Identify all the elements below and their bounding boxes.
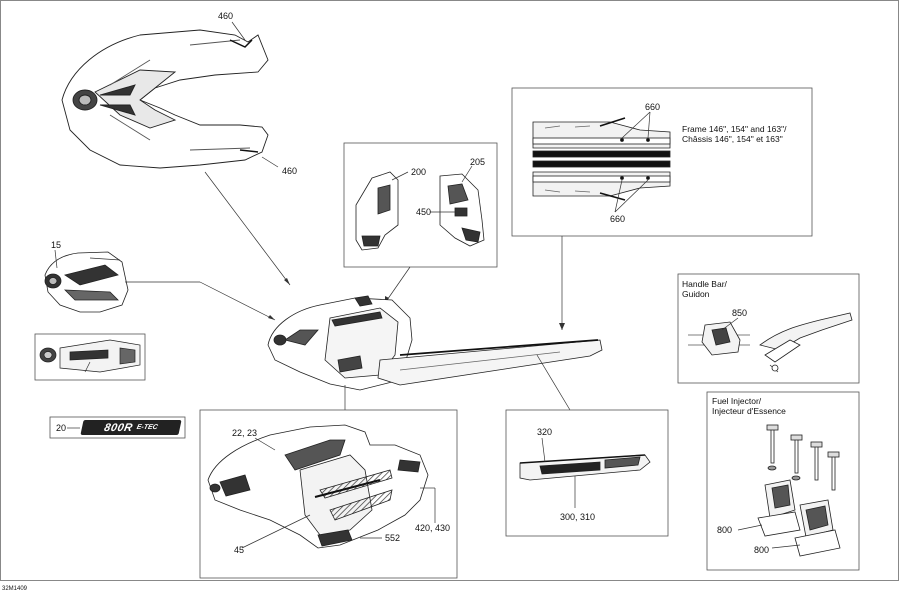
leader-660-top-a bbox=[621, 111, 651, 139]
arrow-15b bbox=[536, 354, 541, 361]
callout-320: 320 bbox=[537, 427, 553, 437]
arrow-hood-to-body bbox=[204, 171, 291, 286]
arrow-body-to-tunnel bbox=[539, 359, 571, 411]
callout-300-310: 300, 310 bbox=[560, 512, 596, 522]
leader-closeup bbox=[84, 361, 91, 373]
callout-15: 15 bbox=[51, 240, 62, 250]
caption-frame: Frame 146", 154" and 163"/ Châssis 146",… bbox=[682, 124, 787, 144]
callout-460-top: 460 bbox=[218, 11, 234, 21]
callout-22-23: 22, 23 bbox=[232, 428, 258, 438]
leader-660-bottom-b bbox=[614, 179, 649, 213]
side-panel-assembly bbox=[207, 424, 429, 549]
arrow-panels-to-body bbox=[384, 266, 411, 304]
tunnel-decal-part bbox=[519, 454, 651, 481]
leader-45 bbox=[241, 514, 311, 549]
diagram-border bbox=[0, 0, 899, 581]
leader-460-top bbox=[231, 21, 246, 41]
callout-800-b: 800 bbox=[754, 545, 770, 555]
frame-rails bbox=[532, 117, 671, 201]
callout-205: 205 bbox=[470, 157, 486, 167]
callout-552: 552 bbox=[385, 533, 401, 543]
main-body-assembly bbox=[267, 295, 603, 391]
callout-460-bottom: 460 bbox=[282, 166, 298, 176]
leader-800-a bbox=[737, 524, 763, 531]
decal-badge-model: 800R bbox=[103, 421, 134, 434]
caption-fuel-injector: Fuel Injector/ Injecteur d'Essence bbox=[712, 396, 786, 416]
callout-660-top: 660 bbox=[645, 102, 661, 112]
callout-45: 45 bbox=[234, 545, 245, 555]
decal-badge-suffix: E-TEC bbox=[135, 424, 159, 431]
callout-450: 450 bbox=[416, 207, 432, 217]
leader-660-bottom-a bbox=[614, 179, 623, 213]
leader-660-top-b bbox=[647, 111, 651, 139]
arrow-15-to-body-2 bbox=[199, 281, 276, 321]
leader-205 bbox=[461, 165, 473, 183]
callout-800-a: 800 bbox=[717, 525, 733, 535]
panel-left-200 bbox=[355, 171, 399, 251]
hood-part-460 bbox=[61, 29, 269, 169]
leader-200 bbox=[391, 171, 409, 181]
leader-320 bbox=[541, 437, 546, 463]
leader-460-bottom bbox=[261, 156, 279, 168]
leader-800-b bbox=[771, 544, 801, 549]
drawing-id: 32M1409 bbox=[2, 586, 28, 592]
handlebar-part bbox=[688, 312, 853, 373]
leader-22-23 bbox=[254, 437, 276, 451]
callout-200: 200 bbox=[411, 167, 427, 177]
callout-850: 850 bbox=[732, 308, 748, 318]
leader-15 bbox=[54, 249, 58, 269]
closeup-detail bbox=[39, 339, 141, 373]
hood-side-part-15 bbox=[44, 251, 129, 313]
panel-right-205 bbox=[439, 173, 485, 247]
callout-420-430: 420, 430 bbox=[415, 523, 451, 533]
callout-20: 20 bbox=[56, 423, 67, 433]
caption-handlebar: Handle Bar/ Guidon bbox=[682, 279, 727, 299]
decal-badge: 800R E-TEC bbox=[80, 420, 182, 435]
fuel-injector-part bbox=[757, 424, 841, 557]
callout-660-bottom: 660 bbox=[610, 214, 626, 224]
leader-850 bbox=[721, 317, 739, 331]
